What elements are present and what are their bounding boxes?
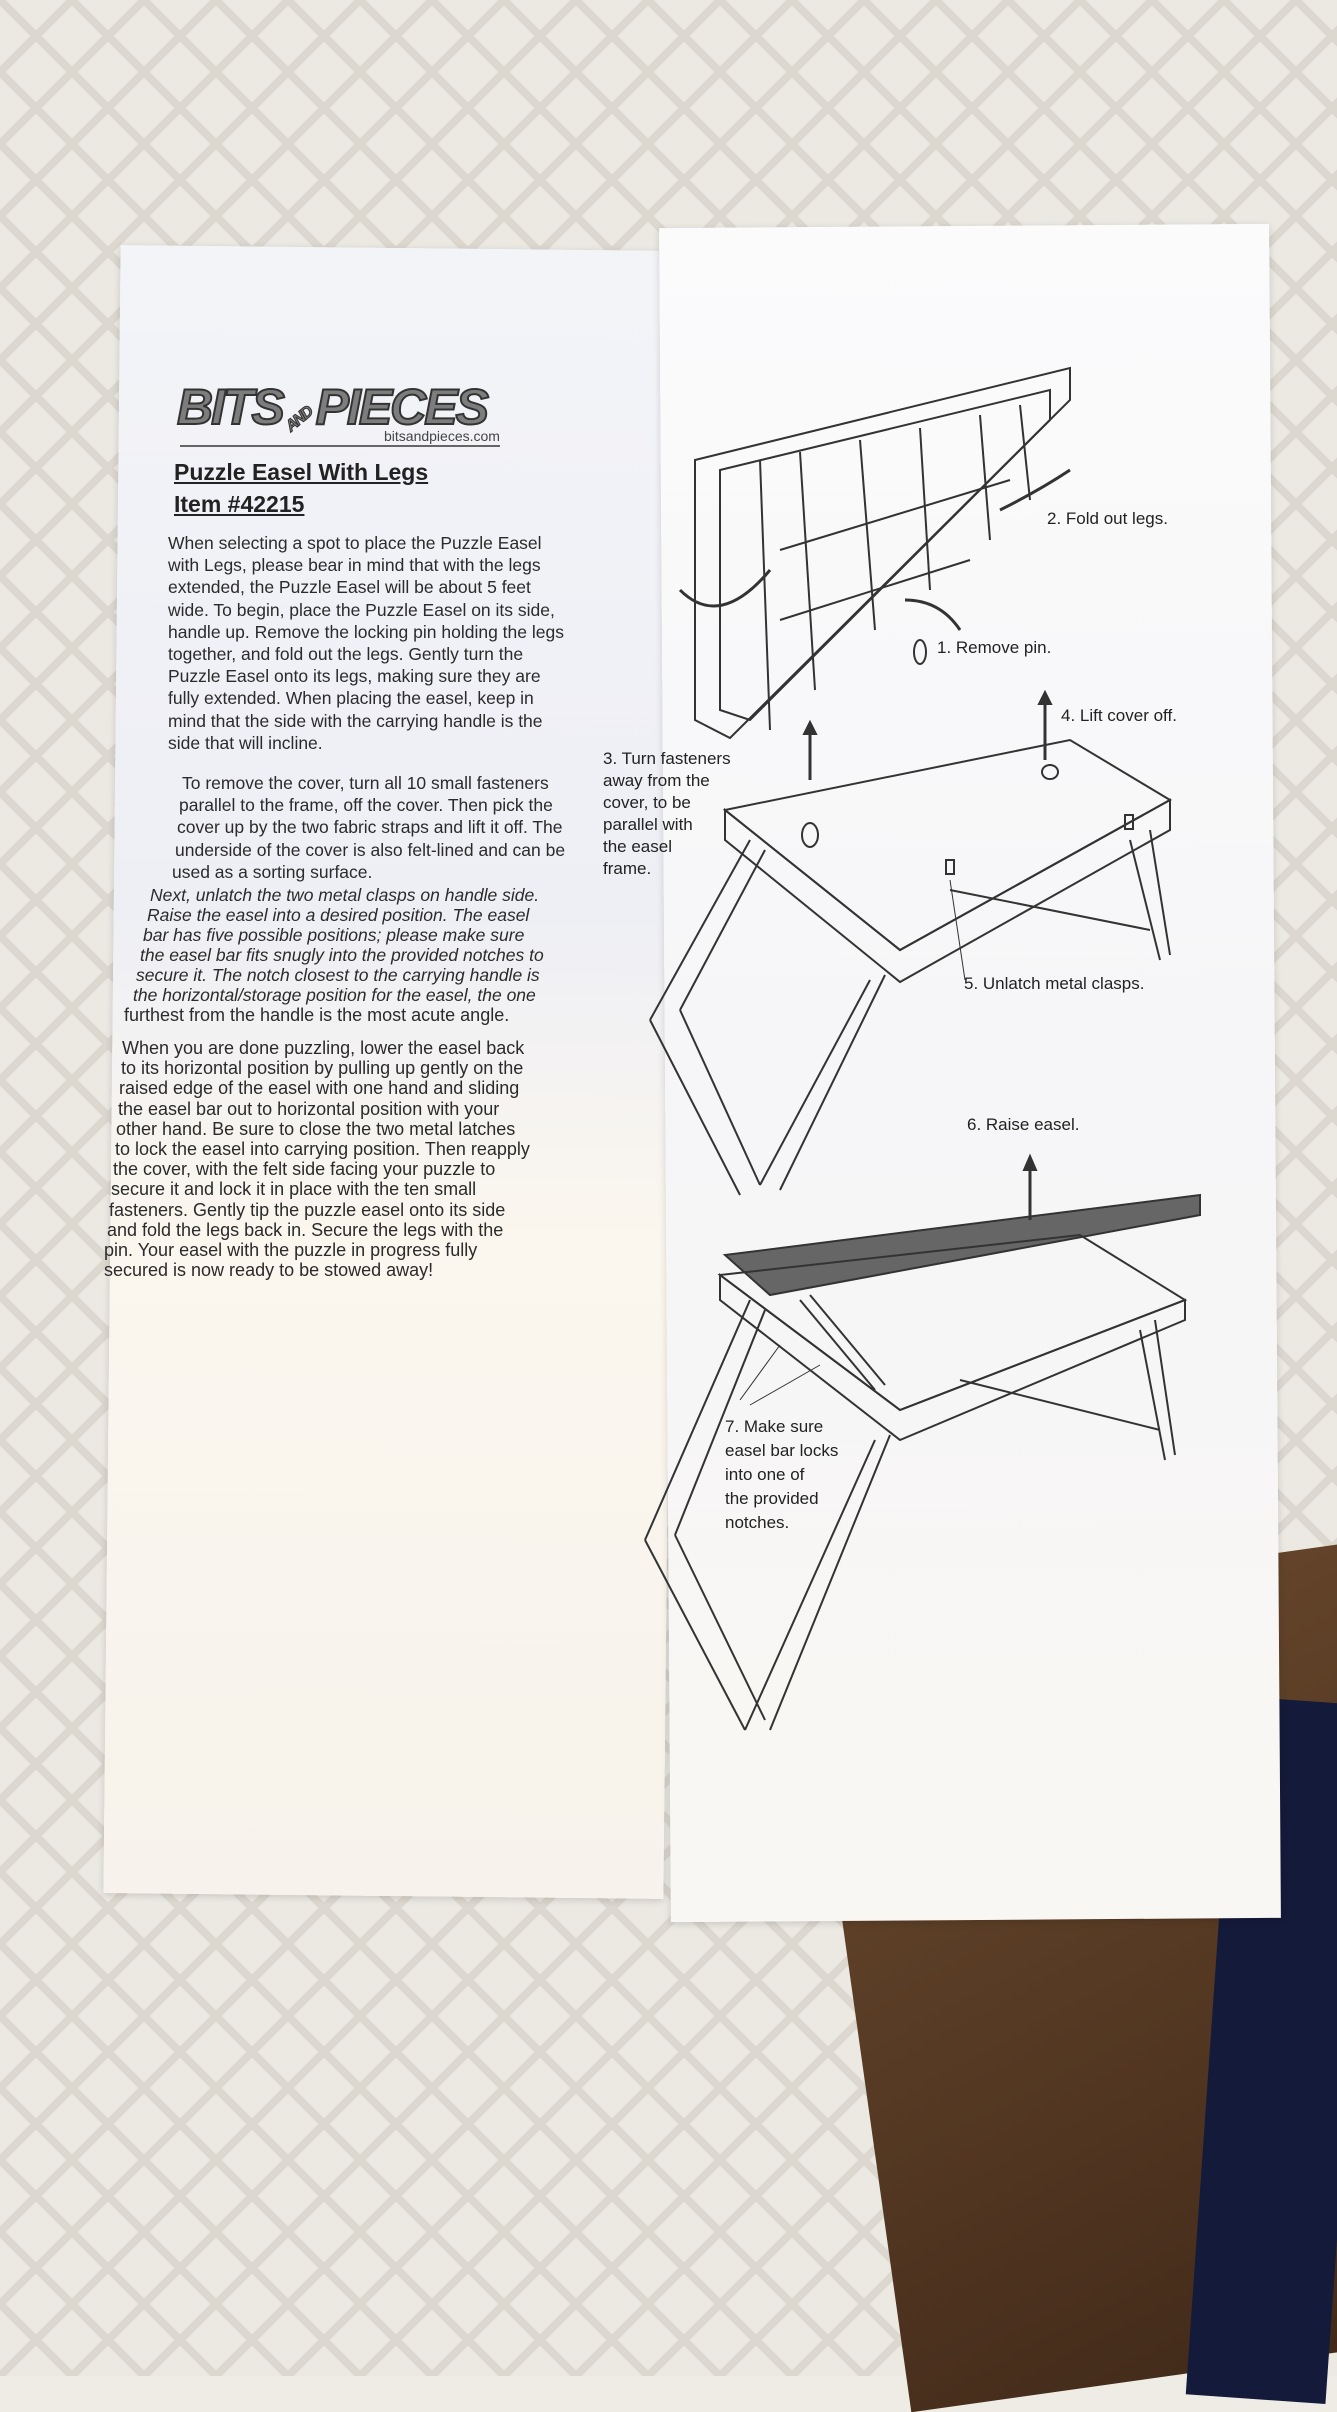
text-line: Puzzle Easel onto its legs, making sure …: [168, 666, 541, 687]
text-line: underside of the cover is also felt-line…: [175, 839, 566, 860]
step-1-label: 1. Remove pin.: [937, 637, 1051, 659]
text-line: parallel to the frame, off the cover. Th…: [179, 795, 553, 816]
document-title: Puzzle Easel With Legs Item #42215: [174, 456, 428, 520]
text-line: 5. Unlatch metal clasps.: [964, 974, 1145, 993]
text-line: 4. Lift cover off.: [1061, 706, 1177, 725]
text-line: 3. Turn fasteners: [603, 749, 731, 768]
text-line: secure it and lock it in place with the …: [111, 1179, 477, 1200]
brand-url: bitsandpieces.com: [384, 428, 500, 444]
text-line: the easel bar out to horizontal position…: [118, 1098, 500, 1119]
text-line: Next, unlatch the two metal clasps on ha…: [150, 885, 540, 905]
text-line: 2. Fold out legs.: [1047, 509, 1168, 528]
text-line: together, and fold out the legs. Gently …: [168, 644, 524, 665]
text-line: bar has five possible positions; please …: [143, 925, 525, 945]
text-line: secure it. The notch closest to the carr…: [136, 965, 540, 985]
paragraph-storage: When you are done puzzling, lower the ea…: [104, 1038, 530, 1280]
text-line: fasteners. Gently tip the puzzle easel o…: [109, 1199, 506, 1220]
text-line: notches.: [725, 1513, 790, 1532]
step-7-label: 7. Make sure easel bar locks into one of…: [725, 1415, 838, 1535]
text-line: parallel with: [603, 815, 693, 834]
text-line: the easel: [603, 837, 672, 856]
product-title: Puzzle Easel With Legs: [174, 459, 429, 485]
text-line: into one of: [725, 1465, 805, 1484]
step-6-label: 6. Raise easel.: [967, 1114, 1079, 1136]
text-line: pin. Your easel with the puzzle in progr…: [104, 1240, 478, 1261]
text-line: cover, to be: [603, 793, 691, 812]
text-line: When selecting a spot to place the Puzzl…: [168, 533, 542, 553]
paragraph-raise: Next, unlatch the two metal clasps on ha…: [124, 885, 544, 1025]
text-line: other hand. Be sure to close the two met…: [116, 1118, 516, 1139]
header-rule: [180, 445, 500, 447]
text-line: the cover, with the felt side facing you…: [113, 1159, 496, 1180]
text-line: the horizontal/storage position for the …: [133, 985, 536, 1005]
text-line: easel bar locks: [725, 1441, 839, 1460]
text-line: mind that the side with the carrying han…: [168, 710, 543, 731]
step-2-label: 2. Fold out legs.: [1047, 508, 1168, 530]
text-line: extended, the Puzzle Easel will be about…: [168, 577, 531, 598]
item-number: Item #42215: [174, 491, 305, 517]
text-line: furthest from the handle is the most acu…: [124, 1005, 510, 1025]
text-line: to its horizontal position by pulling up…: [121, 1058, 524, 1079]
text-line: secured is now ready to be stowed away!: [104, 1260, 434, 1281]
diagram-easel-legs: [649, 689, 1172, 1196]
text-line: raised edge of the easel with one hand a…: [119, 1078, 520, 1099]
text-line: 7. Make sure: [725, 1417, 824, 1436]
step-5-label: 5. Unlatch metal clasps.: [964, 973, 1144, 995]
text-line: and fold the legs back in. Secure the le…: [107, 1219, 504, 1240]
text-line: To remove the cover, turn all 10 small f…: [182, 773, 549, 793]
text-line: the easel bar fits snugly into the provi…: [140, 945, 544, 965]
text-line: Raise the easel into a desired position.…: [147, 905, 530, 925]
brand-logo: BITSANDPIECES: [176, 378, 490, 436]
text-line: side that will incline.: [168, 732, 323, 753]
text-line: wide. To begin, place the Puzzle Easel o…: [168, 599, 555, 620]
step-3-label: 3. Turn fasteners away from the cover, t…: [603, 748, 731, 880]
diagram-easel-raised: [644, 1153, 1201, 1731]
text-line: 1. Remove pin.: [937, 638, 1052, 657]
diagram-easel-side: [678, 366, 1071, 740]
text-line: 6. Raise easel.: [967, 1115, 1080, 1134]
paragraph-setup: When selecting a spot to place the Puzzl…: [168, 532, 564, 754]
text-line: fully extended. When placing the easel, …: [168, 688, 534, 709]
text-line: used as a sorting surface.: [172, 861, 373, 882]
text-line: the provided: [725, 1489, 819, 1508]
text-line: to lock the easel into carrying position…: [115, 1139, 530, 1160]
text-line: When you are done puzzling, lower the ea…: [122, 1038, 525, 1058]
paragraph-cover: To remove the cover, turn all 10 small f…: [172, 772, 565, 883]
step-4-label: 4. Lift cover off.: [1061, 705, 1177, 727]
text-line: with Legs, please bear in mind that with…: [168, 555, 541, 576]
text-line: cover up by the two fabric straps and li…: [177, 817, 563, 838]
text-line: away from the: [603, 771, 710, 790]
text-line: frame.: [603, 859, 652, 878]
text-line: handle up. Remove the locking pin holdin…: [168, 621, 564, 642]
